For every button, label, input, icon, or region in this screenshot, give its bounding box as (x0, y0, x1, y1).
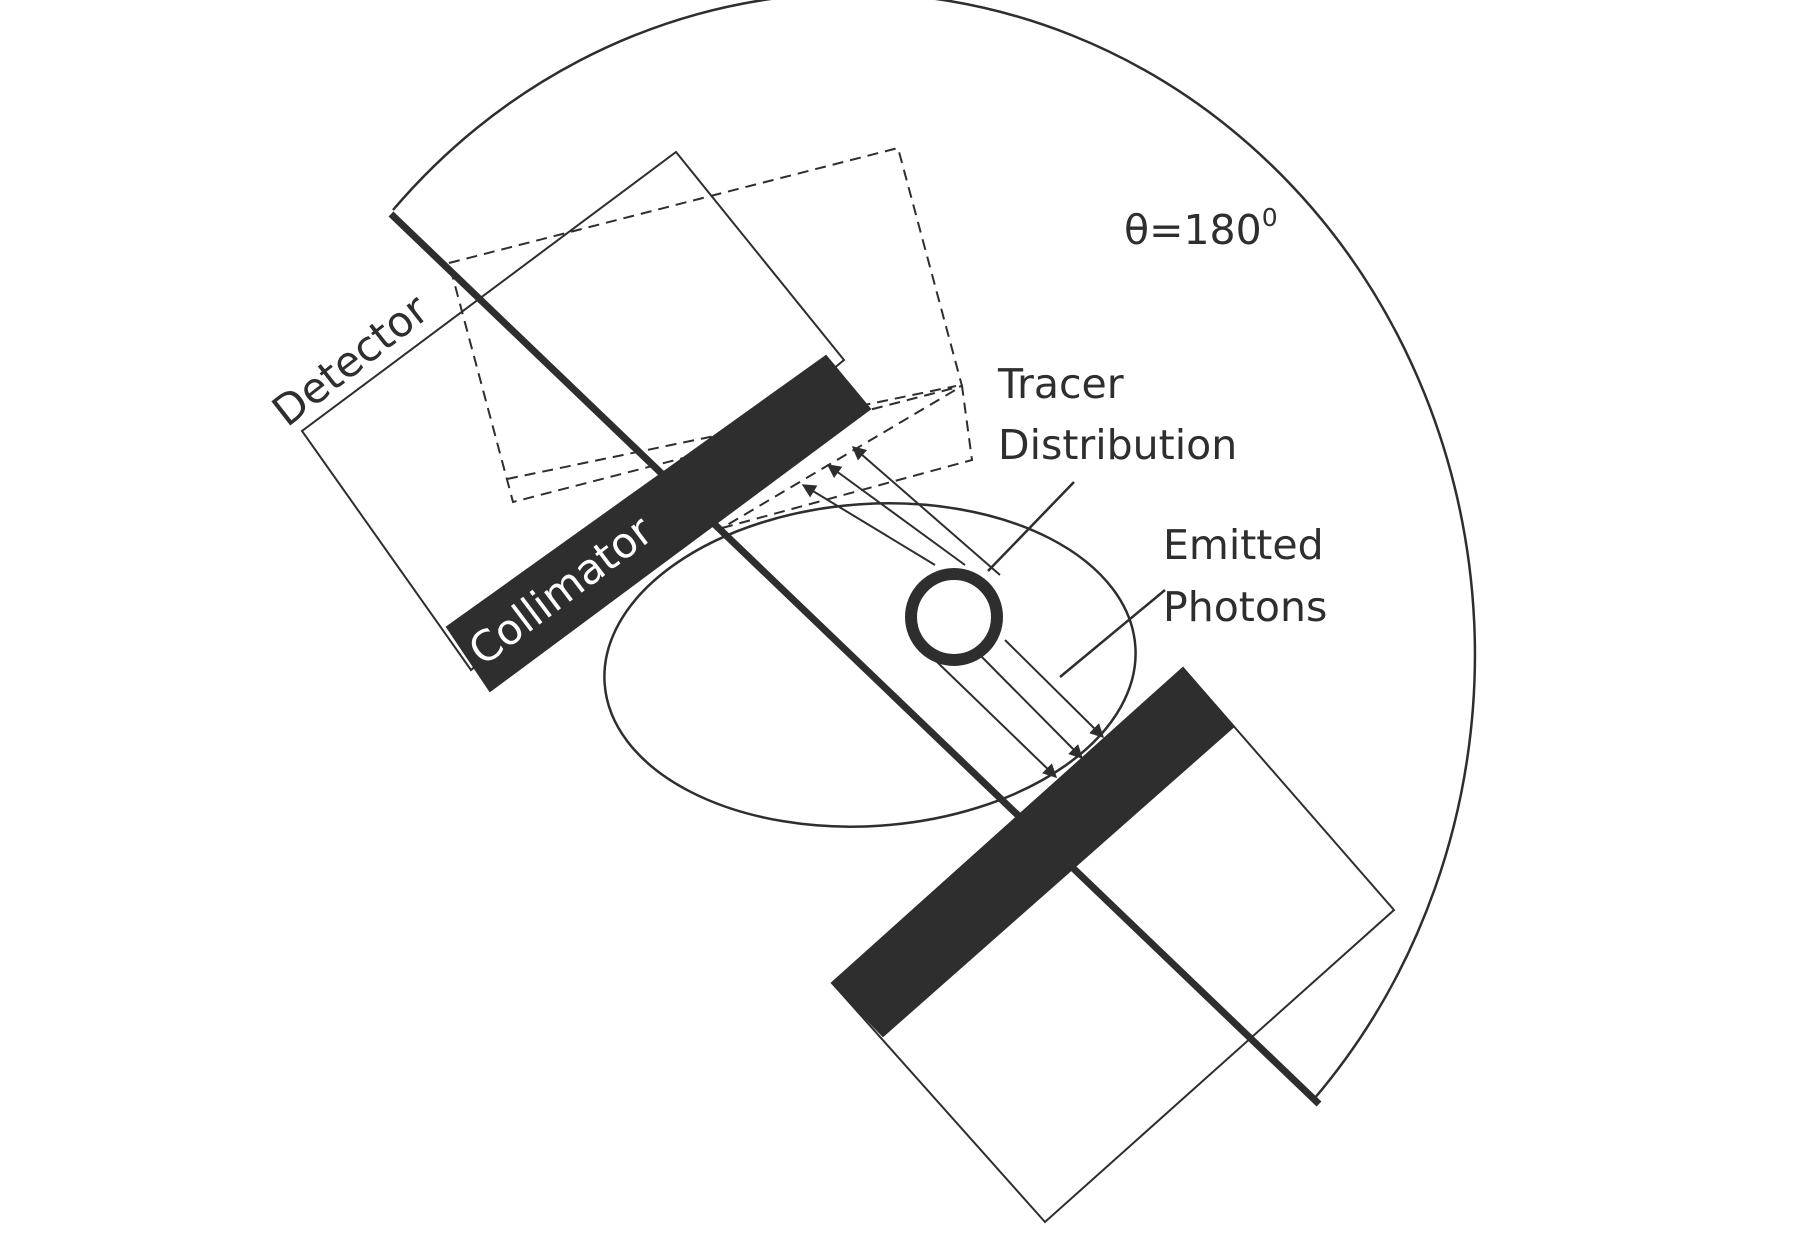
tracer-distribution-ring (905, 568, 1003, 666)
collimator-label: Collimator (460, 505, 663, 675)
tracer-distribution-label-line1: Tracer (997, 360, 1124, 408)
rotation-arc (392, 0, 1477, 1100)
patient-body-ellipse (603, 502, 1137, 828)
collimator-dashed-line (506, 385, 957, 480)
collimator-upper (445, 354, 872, 693)
photon-arrow-up-3 (851, 446, 1001, 576)
rotation-axis-line (388, 211, 1322, 1107)
rotation-angle-label: θ=1800 (1124, 203, 1278, 254)
photon-arrow-up-2 (826, 464, 966, 566)
tracer-distribution-label-line2: Distribution (998, 421, 1237, 469)
emitted-photons-label-line1: Emitted (1163, 521, 1324, 569)
photon-arrow-down-3 (1004, 639, 1104, 738)
tracer-leader-line (987, 481, 1075, 572)
rotation-angle-value: θ=180 (1124, 206, 1262, 254)
rotation-angle-superscript: 0 (1262, 203, 1278, 232)
photons-leader-line (1059, 589, 1166, 678)
detector-head-upper (300, 150, 846, 672)
collimator-lower (830, 666, 1235, 1038)
collimator-dashed-wedge (721, 384, 974, 529)
detector-label: Detector (263, 284, 438, 436)
photon-arrow-down-1 (934, 659, 1058, 778)
photon-arrow-up-1 (801, 484, 936, 566)
emitted-photons-label-line2: Photons (1163, 583, 1327, 631)
photon-arrow-down-2 (974, 649, 1083, 759)
